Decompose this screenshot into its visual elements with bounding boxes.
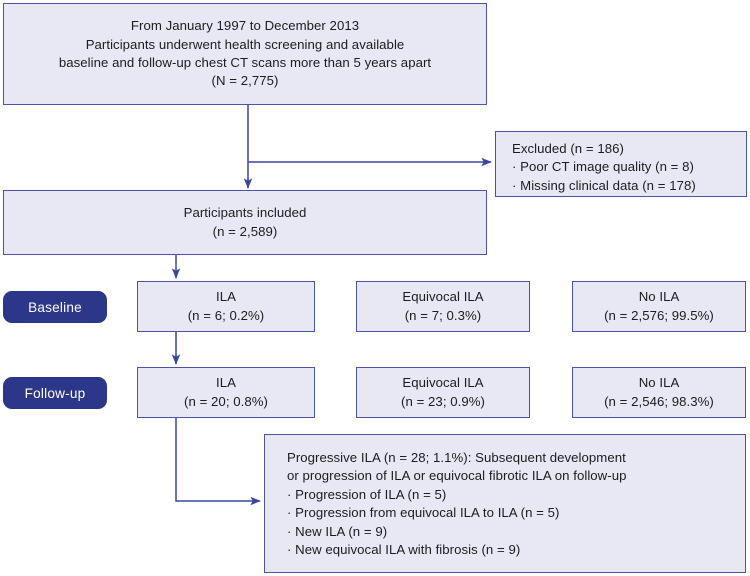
baseline-ila-line-2: (n = 6; 0.2%) — [187, 307, 265, 323]
enrollment-line-4: (N = 2,775) — [211, 73, 279, 89]
progressive-line-3: · Progression of ILA (n = 5) — [287, 486, 447, 502]
node-baseline-no-ila: No ILA (n = 2,576; 99.5%) — [572, 281, 746, 332]
followup-no-ila-line-2: (n = 2,546; 98.3%) — [604, 393, 714, 409]
followup-ila-line-1: ILA — [216, 375, 236, 391]
excluded-line-3: · Missing clinical data (n = 178) — [512, 177, 696, 193]
node-excluded: Excluded (n = 186) · Poor CT image quali… — [495, 131, 747, 197]
progressive-line-6: · New equivocal ILA with fibrosis (n = 9… — [287, 542, 521, 558]
enrollment-line-3: baseline and follow-up chest CT scans mo… — [58, 55, 432, 70]
enrollment-line-2: Participants underwent health screening … — [85, 36, 405, 52]
included-line-1: Participants included — [183, 205, 307, 221]
node-baseline-equivocal-ila: Equivocal ILA (n = 7; 0.3%) — [356, 281, 530, 332]
node-progressive-ila: Progressive ILA (n = 28; 1.1%): Subseque… — [264, 434, 746, 573]
baseline-equivocal-line-2: (n = 7; 0.3%) — [404, 307, 482, 323]
baseline-ila-line-1: ILA — [216, 289, 236, 305]
node-baseline-ila: ILA (n = 6; 0.2%) — [137, 281, 315, 332]
baseline-equivocal-line-1: Equivocal ILA — [402, 289, 484, 305]
progressive-line-2: or progression of ILA or equivocal fibro… — [287, 468, 627, 484]
followup-equivocal-line-2: (n = 23; 0.9%) — [401, 393, 485, 409]
node-enrollment: From January 1997 to December 2013 Parti… — [3, 3, 487, 105]
progressive-line-1: Progressive ILA (n = 28; 1.1%): Subseque… — [287, 450, 626, 465]
node-followup-ila: ILA (n = 20; 0.8%) — [137, 367, 315, 418]
progressive-line-5: · New ILA (n = 9) — [287, 523, 388, 539]
baseline-no-ila-line-2: (n = 2,576; 99.5%) — [604, 307, 714, 323]
followup-ila-line-2: (n = 20; 0.8%) — [184, 393, 268, 409]
progressive-line-4: · Progression from equivocal ILA to ILA … — [287, 505, 560, 521]
label-baseline-text: Baseline — [28, 299, 82, 315]
enrollment-line-1: From January 1997 to December 2013 — [130, 18, 360, 34]
followup-equivocal-line-1: Equivocal ILA — [402, 375, 484, 391]
followup-no-ila-line-1: No ILA — [638, 375, 680, 391]
node-followup-equivocal-ila: Equivocal ILA (n = 23; 0.9%) — [356, 367, 530, 418]
label-baseline: Baseline — [3, 291, 107, 323]
label-followup-text: Follow-up — [24, 385, 86, 401]
node-followup-no-ila: No ILA (n = 2,546; 98.3%) — [572, 367, 746, 418]
node-participants-included: Participants included (n = 2,589) — [3, 190, 487, 255]
label-followup: Follow-up — [3, 377, 107, 409]
excluded-line-2: · Poor CT image quality (n = 8) — [512, 159, 694, 175]
baseline-no-ila-line-1: No ILA — [638, 289, 680, 305]
included-line-2: (n = 2,589) — [212, 223, 278, 239]
excluded-line-1: Excluded (n = 186) — [512, 141, 624, 156]
